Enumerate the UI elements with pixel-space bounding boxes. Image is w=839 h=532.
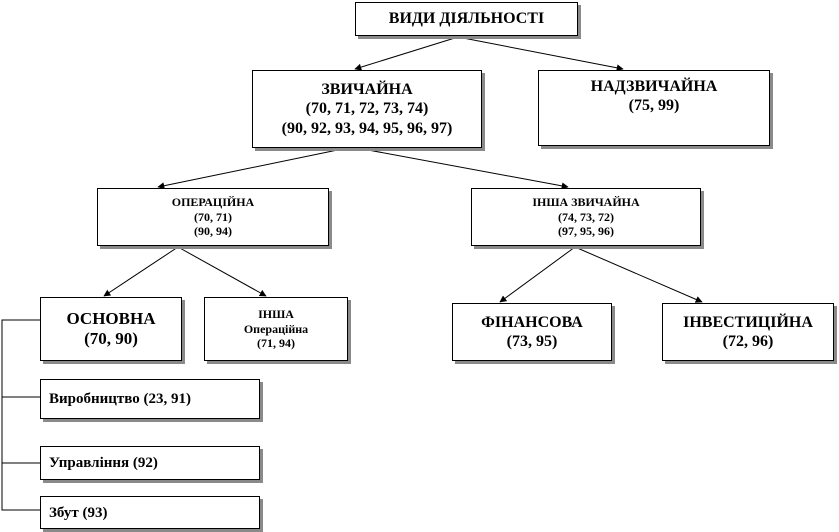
operating-codes-line2: (90, 94)	[194, 224, 232, 239]
extraordinary-title: НАДЗВИЧАЙНА	[590, 78, 718, 95]
other-operating-subtitle: Операційна	[243, 321, 309, 336]
ordinary-box: ЗВИЧАЙНА (70, 71, 72, 73, 74) (90, 92, 9…	[252, 70, 482, 148]
arrow-operating-to-other-operating	[177, 246, 267, 297]
operating-title: ОПЕРАЦІЙНА	[171, 195, 255, 210]
sales-box: Збут (93)	[40, 496, 260, 529]
root-title: ВИДИ ДІЯЛЬНОСТІ	[388, 10, 545, 28]
bracket-main-subtypes	[1, 319, 40, 511]
operating-codes-line1: (70, 71)	[194, 209, 232, 224]
other-ordinary-box: ІНША ЗВИЧАЙНА (74, 73, 72) (97, 95, 96)	[471, 188, 701, 246]
investment-box: ІНВЕСТИЦІЙНА (72, 96)	[662, 303, 834, 361]
ordinary-codes-line2: (90, 92, 93, 94, 95, 96, 97)	[281, 119, 453, 137]
sales-label: Збут (93)	[49, 504, 108, 521]
arrow-root-to-ordinary	[354, 36, 459, 71]
other-operating-codes: (71, 94)	[257, 336, 295, 351]
management-box: Управління (92)	[40, 446, 260, 480]
main-title: ОСНОВНА	[66, 308, 156, 328]
ordinary-title: ЗВИЧАЙНА	[321, 81, 413, 99]
production-label: Виробництво (23, 91)	[49, 391, 192, 407]
investment-title: ІНВЕСТИЦІЙНА	[683, 313, 813, 331]
arrow-ordinary-to-other	[351, 146, 569, 190]
other-ordinary-codes-line2: (97, 95, 96)	[558, 224, 614, 239]
investment-codes: (72, 96)	[722, 333, 774, 350]
arrow-other-to-investment	[574, 246, 703, 303]
ordinary-codes-line1: (70, 71, 72, 73, 74)	[305, 100, 429, 118]
arrow-ordinary-to-operating	[157, 146, 353, 190]
arrow-other-to-financial	[499, 246, 576, 303]
other-operating-title: ІНША	[258, 307, 294, 322]
extraordinary-box: НАДЗВИЧАЙНА (75, 99)	[538, 70, 770, 146]
other-ordinary-title: ІНША ЗВИЧАЙНА	[532, 195, 640, 210]
operating-box: ОПЕРАЦІЙНА (70, 71) (90, 94)	[97, 188, 329, 246]
main-codes: (70, 90)	[84, 329, 138, 348]
extraordinary-codes: (75, 99)	[628, 97, 680, 115]
main-box: ОСНОВНА (70, 90)	[40, 297, 182, 361]
financial-title: ФІНАНСОВА	[481, 313, 583, 331]
production-box: Виробництво (23, 91)	[40, 379, 260, 419]
financial-codes: (73, 95)	[506, 333, 558, 350]
arrow-root-to-extraordinary	[457, 36, 624, 72]
other-operating-box: ІНША Операційна (71, 94)	[204, 297, 348, 361]
arrow-operating-to-main	[103, 246, 179, 297]
financial-box: ФІНАНСОВА (73, 95)	[452, 303, 612, 361]
management-label: Управління (92)	[49, 455, 158, 471]
root-box: ВИДИ ДІЯЛЬНОСТІ	[355, 2, 578, 36]
other-ordinary-codes-line1: (74, 73, 72)	[558, 209, 614, 224]
